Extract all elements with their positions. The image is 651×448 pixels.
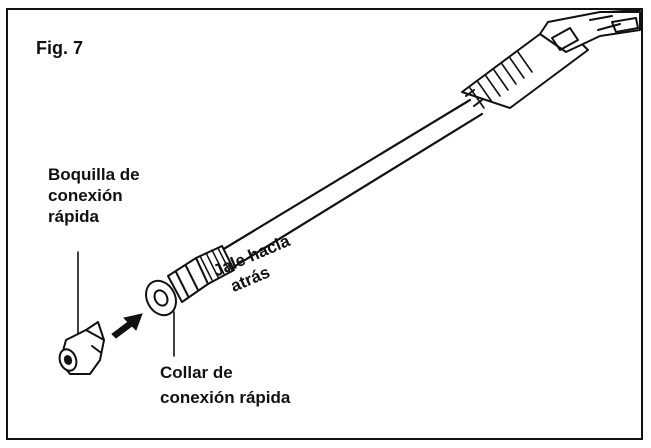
collar-label-line-1: Collar de xyxy=(160,363,233,382)
direction-arrow xyxy=(111,313,143,339)
collar-label-line-2: conexión rápida xyxy=(160,388,291,407)
nozzle-label-line-3: rápida xyxy=(48,207,100,226)
figure-frame xyxy=(6,8,643,440)
wand-tube xyxy=(220,98,484,270)
nozzle-label-line-2: conexión xyxy=(48,186,123,205)
wand-handle xyxy=(461,9,641,109)
collar-label: Collar de conexión rápida xyxy=(160,362,290,412)
quick-connect-nozzle xyxy=(58,321,105,375)
figure-title: Fig. 7 xyxy=(36,38,84,58)
nozzle-label: Boquilla de conexión rápida xyxy=(48,164,208,227)
quick-connect-collar xyxy=(145,245,235,317)
nozzle-label-line-1: Boquilla de xyxy=(48,165,140,184)
